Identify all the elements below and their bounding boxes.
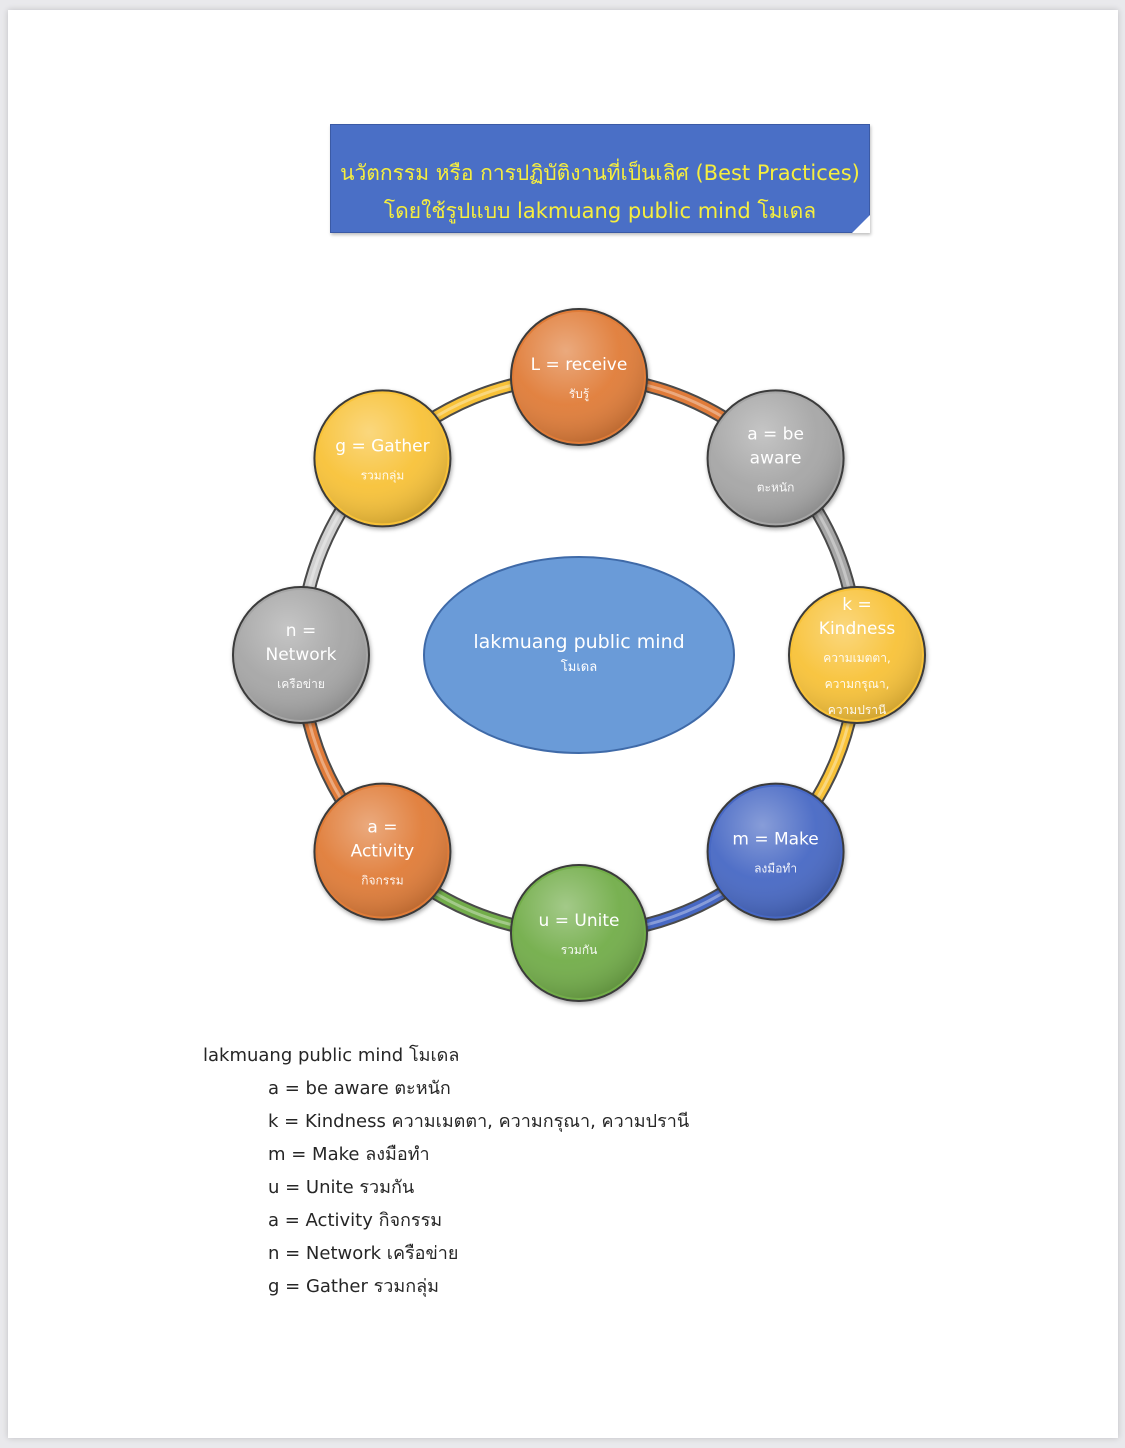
node-subtitle-make-0: ลงมือทำ [754,862,797,876]
node-unite: u = Unite รวมกัน [510,864,648,1002]
node-subtitle-gather-0: รวมกลุ่ม [361,468,405,483]
legend-item-kindness: k = Kindness ความเมตตา, ความกรุณา, ความป… [268,1111,690,1132]
node-subtitle-activity-0: กิจกรรม [361,874,403,888]
node-subtitle-kindness-1: ความกรุณา, [825,677,890,692]
node-title-kindness-1: Kindness [819,619,896,639]
node-subtitle-network-0: เครือข่าย [277,677,325,691]
node-title-aware-1: aware [750,448,802,468]
center-subtitle: โมเดล [561,659,597,675]
node-kindness: k = Kindness ความเมตตา, ความกรุณา, ความปรานี [788,586,926,724]
node-gloss-activity [317,786,448,917]
node-title-receive-0: L = receive [531,355,628,375]
node-title-make-0: m = Make [732,830,818,850]
legend-title: lakmuang public mind โมเดล [203,1045,460,1066]
node-title-kindness-0: k = [842,595,872,615]
node-subtitle-unite-0: รวมกัน [561,943,598,957]
legend-item-network: n = Network เครือข่าย [268,1243,459,1264]
ring-nodes: L = receive รับรู้ a = be aware ตะหนัก k = Kin… [232,308,926,1002]
node-subtitle-kindness-2: ความปรานี [828,703,886,717]
node-aware: a = be aware ตะหนัก [706,389,845,528]
legend-item-activity: a = Activity กิจกรรม [268,1210,443,1231]
node-gather: g = Gather รวมกลุ่ม [313,389,452,528]
legend-item-unite: u = Unite รวมกัน [268,1177,415,1198]
banner-fold-corner [852,215,870,233]
node-gloss-aware [710,393,841,524]
node-title-network-0: n = [286,621,316,641]
node-receive: L = receive รับรู้ [510,308,648,446]
node-title-unite-0: u = Unite [539,911,620,931]
node-title-activity-0: a = [367,818,397,838]
node-network: n = Network เครือข่าย [232,586,370,724]
node-gloss-unite [514,868,644,998]
node-gloss-network [236,590,366,720]
node-gloss-receive [514,312,644,442]
center-ellipse-group: lakmuang public mind โมเดล [423,556,735,754]
node-subtitle-aware-0: ตะหนัก [757,480,795,494]
center-title: lakmuang public mind [473,631,684,653]
node-subtitle-receive-0: รับรู้ [569,387,590,402]
center-ellipse [423,556,735,754]
legend-item-make: m = Make ลงมือทำ [268,1144,430,1165]
node-title-aware-0: a = be [747,424,804,444]
banner-title-line-1: นวัตกรรม หรือ การปฏิบัติงานที่เป็นเลิศ (… [340,161,860,185]
node-subtitle-kindness-0: ความเมตตา, [823,651,891,665]
document-page: นวัตกรรม หรือ การปฏิบัติงานที่เป็นเลิศ (… [8,10,1118,1438]
legend-item-aware: a = be aware ตะหนัก [268,1078,451,1099]
node-gloss-make [710,786,841,917]
banner-title-line-2: โดยใช้รูปแบบ lakmuang public mind โมเดล [383,199,817,223]
legend-item-gather: g = Gather รวมกลุ่ม [268,1276,440,1297]
title-banner: นวัตกรรม หรือ การปฏิบัติงานที่เป็นเลิศ (… [330,124,870,233]
node-gloss-kindness [792,590,922,720]
node-title-gather-0: g = Gather [335,436,429,456]
node-title-network-1: Network [266,645,337,665]
node-gloss-gather [317,393,448,524]
node-activity: a = Activity กิจกรรม [313,782,452,921]
node-make: m = Make ลงมือทำ [706,782,845,921]
node-title-activity-1: Activity [351,842,415,862]
